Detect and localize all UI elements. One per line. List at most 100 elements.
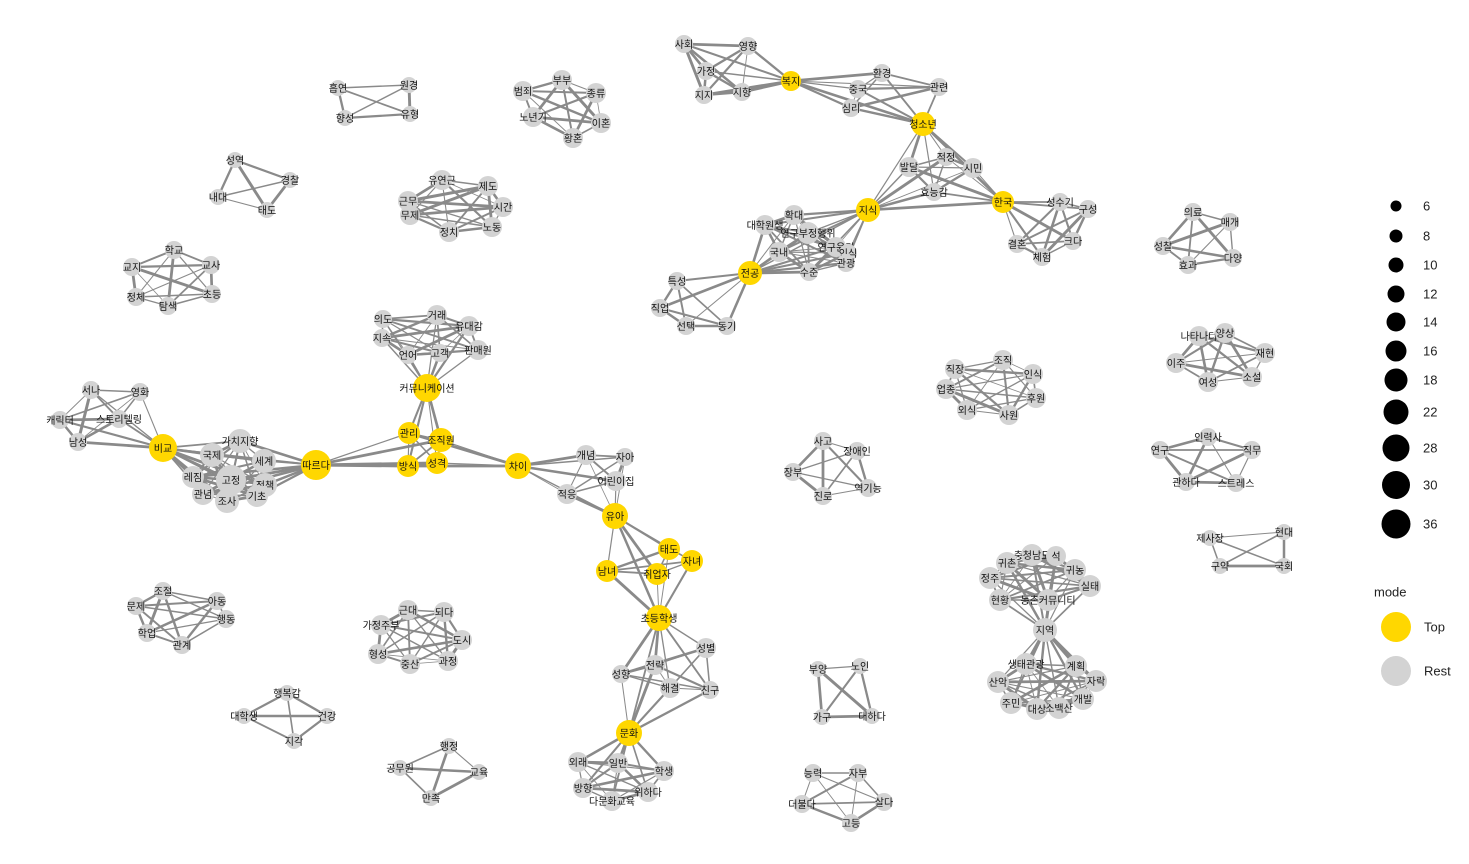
graph-node: 국제: [200, 443, 224, 467]
rest-node-circle: [1026, 388, 1046, 408]
rest-node-circle: [1051, 193, 1069, 211]
rest-node-circle: [246, 485, 268, 507]
graph-edge: [778, 209, 869, 253]
rest-node-circle: [849, 80, 867, 98]
graph-node: 태도: [258, 202, 276, 218]
graph-node: 유대감: [455, 316, 483, 336]
graph-node: 동기: [718, 317, 736, 335]
node-label: 성역: [226, 155, 244, 167]
rest-node-circle: [217, 610, 235, 628]
rest-node-circle: [660, 678, 680, 698]
node-label: 역기능: [854, 483, 882, 495]
graph-node: 가정: [697, 62, 715, 80]
node-label: 직장: [946, 364, 964, 376]
graph-node: 소설: [1242, 367, 1262, 387]
rest-node-circle: [215, 489, 239, 513]
graph-edge: [628, 617, 660, 734]
graph-edge: [381, 337, 479, 351]
graph-node: 남성: [69, 433, 87, 451]
node-label: 재현: [1256, 348, 1274, 360]
graph-node: 선택: [677, 317, 695, 335]
rest-node-circle: [695, 86, 713, 104]
graph-node: 지식: [856, 198, 880, 222]
rest-node-circle: [654, 761, 674, 781]
graph-node: 경찰: [281, 172, 299, 188]
node-label: 환경: [873, 67, 891, 80]
graph-edge: [380, 624, 463, 641]
node-label: 노년기: [519, 112, 547, 124]
rest-node-circle: [252, 449, 276, 473]
graph-node: 초등: [203, 285, 221, 303]
node-label: 자락: [1087, 676, 1105, 688]
size-legend-dot: [1386, 312, 1406, 332]
graph-node: 행정: [440, 738, 458, 754]
graph-edge: [382, 317, 470, 328]
rest-node-circle: [608, 753, 628, 773]
graph-edge: [382, 318, 441, 354]
graph-node: 스트레스: [1218, 474, 1254, 492]
size-legend-dot: [1390, 200, 1402, 212]
rest-node-circle: [963, 158, 983, 178]
rest-node-circle: [138, 624, 156, 642]
rest-node-circle: [1166, 353, 1186, 373]
graph-edge: [822, 450, 858, 497]
node-label: 초등학생: [641, 613, 678, 625]
graph-node: 산악: [987, 671, 1009, 693]
graph-edge: [1016, 208, 1089, 245]
node-label: 스토리텔링: [96, 414, 142, 426]
graph-edge: [162, 590, 227, 620]
rest-node-circle: [696, 638, 716, 658]
top-node-circle: [992, 191, 1014, 213]
graph-node: 계획: [1065, 655, 1087, 677]
node-label: 구약: [1211, 561, 1229, 573]
node-label: 성격: [428, 457, 446, 470]
node-label: 직업: [651, 302, 669, 315]
graph-node: 유아: [602, 503, 628, 529]
node-label: 흡연: [329, 82, 347, 95]
graph-edge: [1043, 629, 1085, 700]
graph-node: 성수기: [1046, 193, 1074, 211]
rest-node-circle: [677, 317, 695, 335]
node-label: 성찰: [1154, 241, 1172, 253]
graph-node: 아동: [208, 592, 226, 610]
graph-node: 장부: [784, 463, 802, 481]
node-label: 차이: [509, 461, 527, 473]
graph-node: 레짐: [182, 466, 204, 488]
top-node-circle: [646, 563, 668, 585]
graph-edge: [381, 336, 441, 355]
graph-node: 대상: [1026, 698, 1048, 720]
graph-edge: [522, 90, 597, 94]
node-label: 조사: [218, 496, 236, 508]
node-label: 행복감: [273, 688, 301, 700]
graph-edge: [801, 801, 885, 805]
graph-node: 심리: [842, 99, 860, 117]
graph-node: 양상: [1215, 323, 1235, 343]
node-label: 지각: [285, 736, 303, 748]
node-label: 직무: [1243, 445, 1261, 457]
rest-node-circle: [957, 400, 977, 420]
rest-node-circle: [127, 597, 145, 615]
node-label: 취업자: [643, 568, 671, 581]
node-label: 문제: [127, 601, 145, 613]
node-label: 전공: [741, 268, 759, 280]
graph-edge: [945, 156, 1004, 203]
size-legend-label: 22: [1423, 404, 1437, 419]
graph-edge: [816, 668, 824, 718]
graph-edge: [135, 605, 183, 646]
node-label: 실태: [1081, 581, 1099, 593]
graph-node: 친구: [701, 681, 719, 699]
graph-node: 캐릭터: [46, 411, 74, 429]
graph-edge: [997, 665, 1077, 683]
rest-node-circle: [675, 35, 693, 53]
graph-node: 세계: [252, 449, 276, 473]
graph-node: 내대: [209, 189, 227, 205]
node-label: 심리: [842, 103, 860, 115]
graph-node: 여성: [1198, 372, 1218, 392]
node-label: 교육: [470, 767, 488, 779]
graph-node: 청소년: [909, 112, 937, 136]
graph-edge: [792, 471, 869, 489]
rest-node-circle: [606, 471, 626, 491]
node-label: 지식: [859, 205, 877, 217]
rest-node-circle: [616, 448, 634, 466]
